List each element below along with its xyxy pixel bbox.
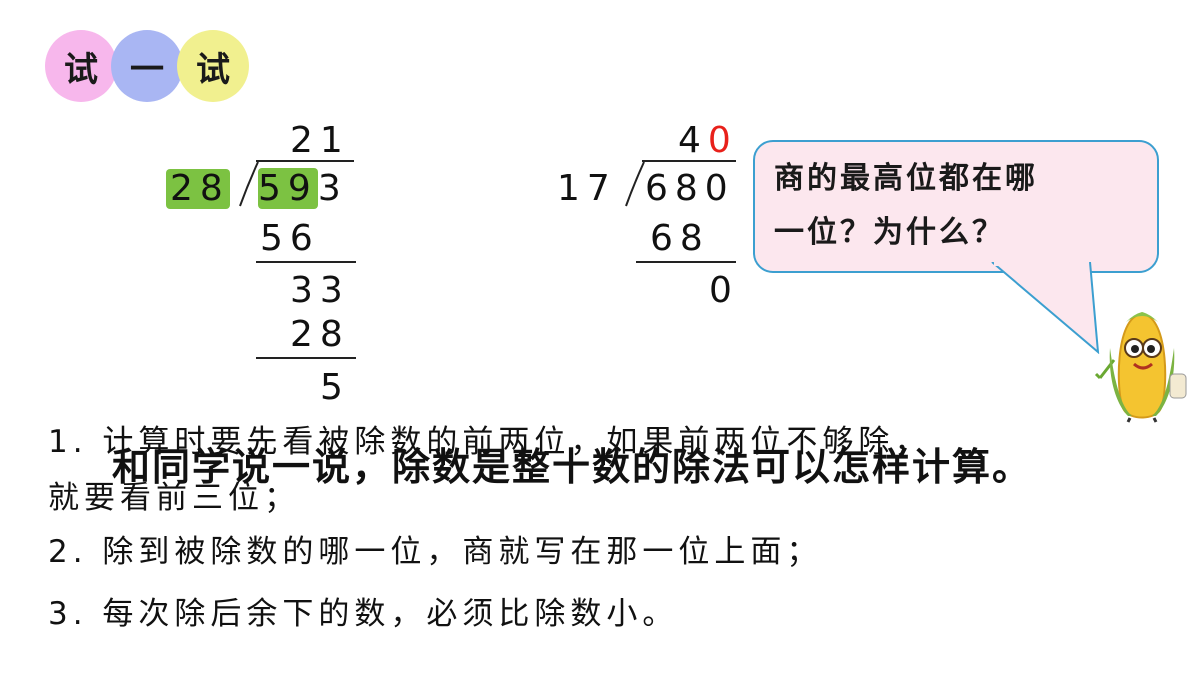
discussion-prompt: 和同学说一说，除数是整十数的除法可以怎样计算。 xyxy=(112,445,1033,489)
division-bar-1 xyxy=(256,160,354,162)
badge-char-2: 一 xyxy=(111,30,183,102)
step-2-product: 28 xyxy=(290,314,350,355)
quotient-2-digit: 4 xyxy=(678,120,708,161)
bubble-line-1: 商的最高位都在哪 xyxy=(774,161,1038,196)
division-bar-2 xyxy=(642,160,736,162)
step-1-remainder: 33 xyxy=(290,270,350,311)
divisor-2: 17 xyxy=(557,168,617,209)
step-1-product: 56 xyxy=(260,218,320,259)
speech-bubble xyxy=(753,140,1159,273)
final-remainder-1: 5 xyxy=(320,367,350,408)
quotient-2: 40 xyxy=(678,121,738,161)
dividend-1-rest: 3 xyxy=(317,168,348,209)
dividend-2: 680 xyxy=(645,168,735,209)
rule-1-continued: 就要看前三位； xyxy=(48,480,300,516)
quotient-2-zero: 0 xyxy=(707,120,738,161)
bubble-line-2: 一位？为什么？ xyxy=(774,215,1005,250)
badge-char-1: 试 xyxy=(45,30,117,102)
badge-char-3: 试 xyxy=(177,30,249,102)
division-bracket-1 xyxy=(239,161,259,207)
step-line-3 xyxy=(636,261,736,263)
divisor-1: 28 xyxy=(166,169,230,209)
rule-2: 2. 除到被除数的哪一位，商就写在那一位上面； xyxy=(48,534,823,570)
quotient-1: 21 xyxy=(290,120,350,161)
step-line-2 xyxy=(256,357,356,359)
step-product-2: 68 xyxy=(650,218,710,259)
final-remainder-2: 0 xyxy=(709,270,739,311)
rule-3: 3. 每次除后余下的数，必须比除数小。 xyxy=(48,596,679,632)
dividend-1: 593 xyxy=(258,168,348,209)
try-it-badge: 试 一 试 xyxy=(45,30,250,102)
corn-mascot-illustration xyxy=(1094,312,1187,423)
dividend-1-highlight: 59 xyxy=(258,168,318,209)
step-line-1 xyxy=(256,261,356,263)
bubble-question: 商的最高位都在哪 一位？为什么？ xyxy=(774,152,1144,260)
speech-bubble-tail xyxy=(991,262,1100,354)
rule-1: 1. 计算时要先看被除数的前两位，如果前两位不够除， xyxy=(48,424,931,460)
division-bracket-2 xyxy=(625,161,645,207)
